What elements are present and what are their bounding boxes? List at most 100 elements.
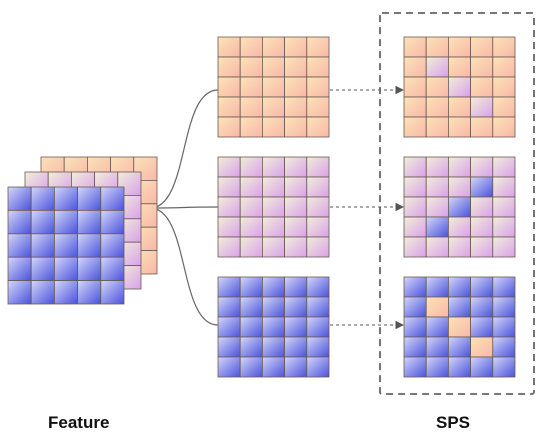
grid-cell	[217, 116, 241, 138]
grid-cell	[447, 296, 471, 318]
grid-cell	[447, 116, 471, 138]
grid-cell	[447, 236, 471, 258]
grid-cell	[261, 216, 285, 238]
grid-cell	[284, 236, 308, 258]
grid-cell	[403, 96, 427, 118]
grid-cell	[284, 176, 308, 198]
grid-cell	[403, 216, 427, 238]
grid-cell	[470, 216, 494, 238]
grid-cell	[306, 196, 330, 218]
grid-cell	[470, 76, 494, 98]
grid-cell	[492, 176, 516, 198]
grid-cell	[54, 280, 79, 305]
grid-cell	[492, 216, 516, 238]
grid-cell	[239, 96, 263, 118]
grid-cell	[100, 186, 125, 211]
grid-cell	[425, 156, 449, 178]
grid-cell	[425, 316, 449, 338]
grid-cell	[492, 116, 516, 138]
grid-cell	[425, 336, 449, 358]
grid-cell	[403, 336, 427, 358]
grid-cell	[217, 156, 241, 178]
grid-cell	[100, 280, 125, 305]
grid-cell	[284, 56, 308, 78]
grid-cell	[403, 76, 427, 98]
grid-cell	[492, 96, 516, 118]
grid-cell	[261, 56, 285, 78]
grid-cell	[217, 216, 241, 238]
grid-cell	[447, 336, 471, 358]
grid-cell	[306, 36, 330, 58]
grid-cell	[217, 276, 241, 298]
sps-map-pink	[403, 156, 516, 258]
grid-cell	[217, 316, 241, 338]
connector-top	[149, 89, 219, 209]
grid-cell	[7, 256, 32, 282]
highlighted-cell	[447, 316, 471, 338]
grid-cell	[261, 176, 285, 198]
grid-cell	[261, 236, 285, 258]
grid-cell	[217, 236, 241, 258]
connector-middle	[149, 206, 219, 209]
grid-cell	[100, 256, 125, 282]
grid-cell	[492, 236, 516, 258]
grid-cell	[403, 176, 427, 198]
grid-cell	[239, 296, 263, 318]
connector-bottom	[149, 207, 219, 326]
grid-cell	[403, 296, 427, 318]
grid-cell	[239, 356, 263, 378]
grid-cell	[54, 209, 79, 235]
grid-cell	[470, 276, 494, 298]
grid-cell	[492, 356, 516, 378]
grid-cell	[7, 233, 32, 258]
grid-cell	[77, 233, 102, 258]
grid-cell	[284, 336, 308, 358]
grid-cell	[100, 209, 125, 235]
split-map-pink	[217, 156, 330, 258]
grid-cell	[30, 256, 55, 282]
grid-cell	[261, 336, 285, 358]
grid-cell	[30, 280, 55, 305]
grid-cell	[261, 76, 285, 98]
grid-cell	[239, 276, 263, 298]
grid-cell	[284, 76, 308, 98]
grid-cell	[77, 186, 102, 211]
grid-cell	[306, 276, 330, 298]
grid-cell	[261, 156, 285, 178]
sps-box	[379, 12, 535, 395]
grid-cell	[217, 196, 241, 218]
grid-cell	[77, 280, 102, 305]
grid-cell	[7, 280, 32, 305]
grid-cell	[239, 216, 263, 238]
grid-cell	[217, 176, 241, 198]
grid-cell	[261, 196, 285, 218]
grid-cell	[425, 76, 449, 98]
grid-cell	[492, 336, 516, 358]
highlighted-cell	[470, 336, 494, 358]
highlighted-cell	[447, 76, 471, 98]
grid-cell	[284, 156, 308, 178]
grid-cell	[217, 336, 241, 358]
grid-cell	[261, 36, 285, 58]
grid-cell	[217, 76, 241, 98]
grid-cell	[239, 316, 263, 338]
grid-cell	[239, 236, 263, 258]
grid-cell	[239, 196, 263, 218]
grid-cell	[261, 356, 285, 378]
grid-cell	[217, 96, 241, 118]
grid-cell	[425, 236, 449, 258]
highlighted-cell	[470, 176, 494, 198]
grid-cell	[447, 276, 471, 298]
grid-cell	[306, 116, 330, 138]
grid-cell	[306, 156, 330, 178]
grid-cell	[261, 276, 285, 298]
grid-cell	[7, 209, 32, 235]
grid-cell	[306, 356, 330, 378]
grid-cell	[261, 316, 285, 338]
grid-cell	[100, 233, 125, 258]
grid-cell	[447, 36, 471, 58]
grid-cell	[492, 36, 516, 58]
feature-layer-blue	[7, 186, 125, 305]
grid-cell	[217, 56, 241, 78]
